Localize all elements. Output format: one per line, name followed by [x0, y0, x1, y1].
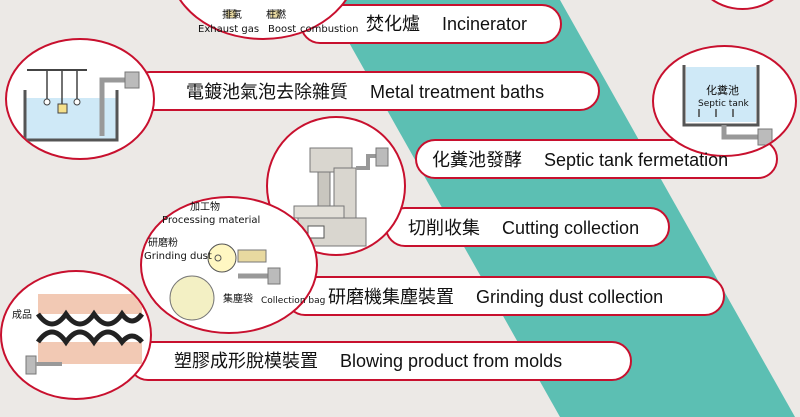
- cutting-zh: 切削收集: [408, 218, 480, 239]
- cutting-machine-illustration: [293, 147, 389, 247]
- blowing-zh: 塑膠成形脫模裝置: [174, 351, 318, 372]
- exhaust-zh: 排氣: [222, 10, 242, 21]
- grinding-label-zh: 研磨機集塵裝置: [328, 287, 454, 308]
- pill-blowing: [128, 341, 632, 381]
- incinerator-zh: 焚化爐: [366, 14, 420, 35]
- boost-zh: 柱燃: [266, 10, 286, 21]
- cutting-en: Cutting collection: [502, 218, 640, 238]
- bubble-metal-treatment: [5, 38, 155, 160]
- bubble-cutting: [266, 116, 406, 256]
- blowing-en: Blowing product from molds: [340, 351, 563, 371]
- bubble-blowing: [0, 270, 152, 400]
- incinerator-illustration: [225, 9, 281, 19]
- pill-metal-treatment: [130, 71, 600, 111]
- label-septic: 化糞池發酵 Septic tank fermetation: [432, 150, 728, 171]
- boost-en: Boost: [268, 24, 297, 35]
- label-cutting: 切削收集 Cutting collection: [408, 218, 639, 239]
- pill-grinding: [285, 276, 725, 316]
- label-blowing: 塑膠成形脫模裝置 Blowing product from molds: [174, 351, 562, 372]
- bag-en: Collection bag: [261, 296, 326, 306]
- product-zh: 成品: [12, 310, 32, 321]
- incinerator-en: Incinerator: [442, 14, 528, 34]
- septic-zh: 化糞池: [706, 84, 739, 97]
- septic-en: Septic tank: [698, 99, 749, 109]
- grinding-machine-illustration: [169, 243, 281, 321]
- metal-treatment-en: Metal treatment baths: [370, 82, 545, 102]
- grinding-label-en: Grinding dust collection: [476, 287, 664, 307]
- septic-label-zh: 化糞池發酵: [432, 150, 522, 171]
- grinding-zh: 研磨粉: [148, 238, 178, 249]
- bubble-incinerator: [168, 0, 358, 40]
- metal-treatment-zh: 電鍍池氣泡去除雜質: [186, 82, 348, 103]
- pill-incinerator: [300, 4, 562, 44]
- bag-zh: 集塵袋: [223, 294, 253, 305]
- label-incinerator: 焚化爐 Incinerator: [366, 14, 527, 35]
- label-grinding: 研磨機集塵裝置 Grinding dust collection: [328, 287, 663, 308]
- mold-illustration: [25, 294, 145, 375]
- label-metal-treatment: 電鍍池氣泡去除雜質 Metal treatment baths: [186, 82, 544, 103]
- grinding-en: Grinding dust: [144, 251, 212, 262]
- septic-tank-illustration: [682, 65, 773, 146]
- bubble-grinding: [140, 196, 318, 334]
- pill-cutting: [385, 207, 670, 247]
- septic-label-en: Septic tank fermetation: [544, 150, 729, 170]
- combustion-en: combustion: [300, 24, 359, 35]
- exhaust-en: Exhaust gas: [198, 24, 260, 35]
- bubble-septic: [652, 45, 797, 157]
- metal-bath-illustration: [23, 69, 140, 142]
- processing-en: Processing material: [162, 215, 261, 226]
- processing-zh: 加工物: [190, 202, 220, 213]
